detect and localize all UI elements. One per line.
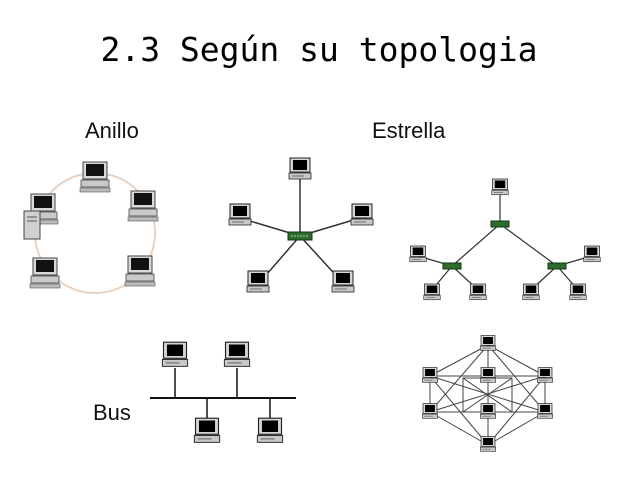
ring-computer-icon <box>29 257 61 289</box>
star-computer-icon <box>331 270 355 293</box>
bus-topology <box>150 341 296 443</box>
bus-computer-icon <box>256 417 284 443</box>
tree-topology <box>409 178 601 301</box>
bus-computer-icon <box>161 341 189 367</box>
tree-computer-icon <box>469 283 487 301</box>
tree-computer-icon <box>491 178 509 196</box>
ring-topology <box>23 161 159 294</box>
star-computer-icon <box>350 203 374 226</box>
switch-icon <box>442 262 462 270</box>
star-computer-icon <box>228 203 252 226</box>
mesh-node-icon <box>479 335 497 351</box>
label-ring: Anillo <box>85 118 139 143</box>
mesh-node-icon <box>421 403 439 419</box>
bus-computer-icon <box>223 341 251 367</box>
star-computer-icon <box>246 270 270 293</box>
switch-icon <box>490 220 510 228</box>
switch-icon <box>547 262 567 270</box>
tree-computer-icon <box>522 283 540 301</box>
mesh-node-icon <box>479 436 497 452</box>
slide-title: 2.3 Según su topologia <box>100 30 538 69</box>
mesh-node-icon <box>536 403 554 419</box>
bus-computer-icon <box>193 417 221 443</box>
mesh-node-icon <box>479 367 497 383</box>
ring-computer-icon <box>23 210 41 240</box>
label-bus: Bus <box>93 400 131 425</box>
tree-computer-icon <box>569 283 587 301</box>
mesh-node-icon <box>536 367 554 383</box>
star-computer-icon <box>288 157 312 180</box>
tree-computer-icon <box>583 245 601 263</box>
mesh-node-icon <box>421 367 439 383</box>
switch-icon <box>287 231 313 241</box>
mesh-topology <box>421 335 554 452</box>
ring-computer-icon <box>79 161 111 193</box>
label-star: Estrella <box>372 118 446 143</box>
tree-computer-icon <box>409 245 427 263</box>
tree-computer-icon <box>423 283 441 301</box>
mesh-node-icon <box>479 403 497 419</box>
star-topology <box>228 157 374 293</box>
